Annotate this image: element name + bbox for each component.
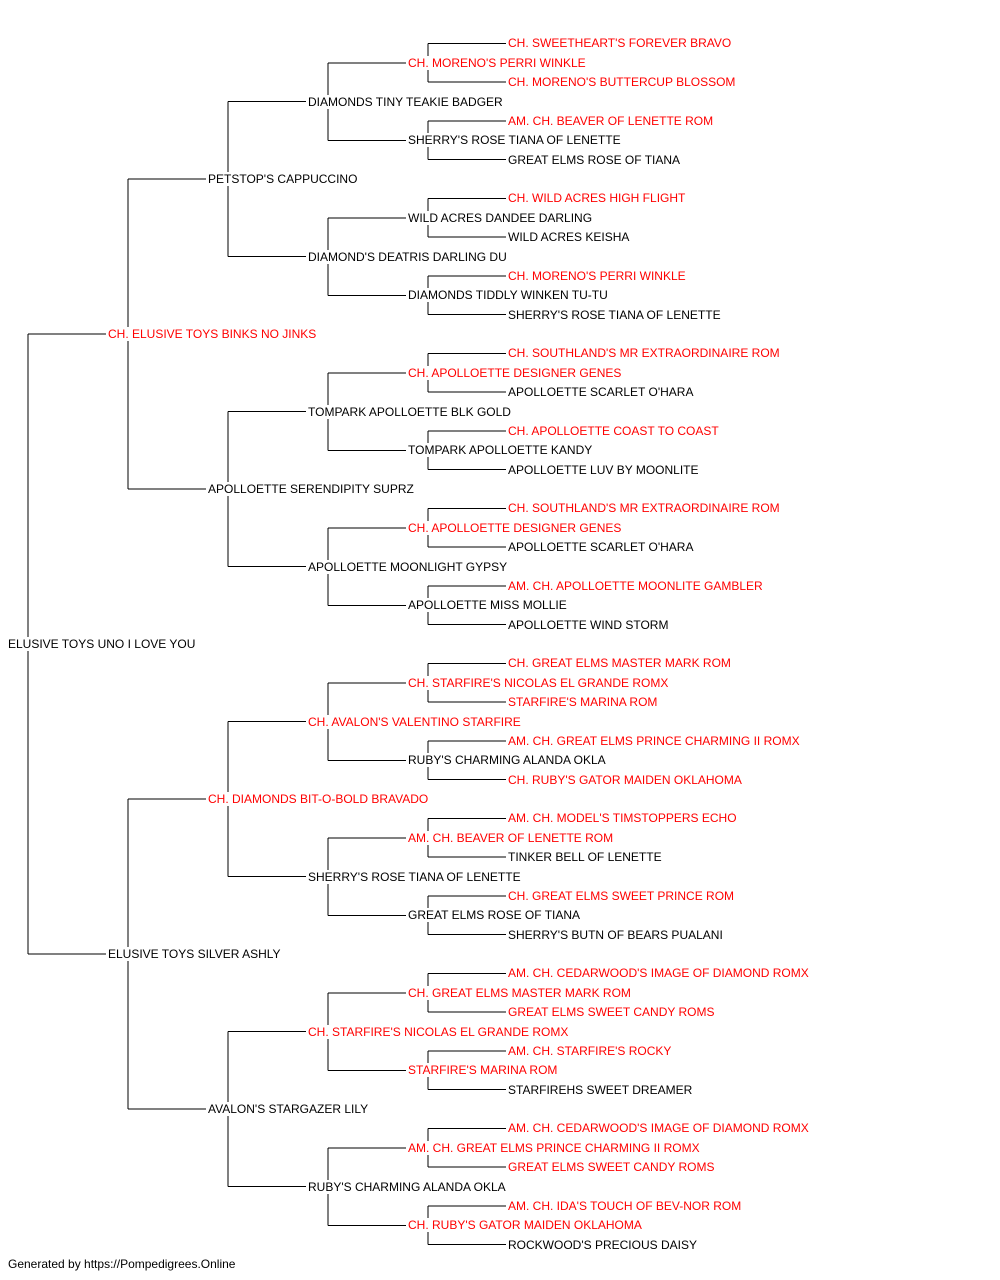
pedigree-entry-gg-great-grandparent-sire-dam-dam-sire-sire: CH. SOUTHLAND'S MR EXTRAORDINAIRE ROM [507,501,781,516]
pedigree-entry-parent-sire: CH. ELUSIVE TOYS BINKS NO JINKS [107,327,318,341]
footer-credit: Generated by https://Pompedigrees.Online [8,1257,236,1271]
pedigree-entry-great-great-grandparent-dam-sire-dam-dam: GREAT ELMS ROSE OF TIANA [407,908,582,923]
pedigree-entry-gg-great-grandparent-dam-dam-sire-sire-dam: GREAT ELMS SWEET CANDY ROMS [507,1005,716,1020]
pedigree-entry-great-great-grandparent-dam-dam-sire-sire: CH. GREAT ELMS MASTER MARK ROM [407,985,632,1000]
pedigree-entry-gg-great-grandparent-dam-sire-sire-sire-sire: CH. GREAT ELMS MASTER MARK ROM [507,656,732,671]
pedigree-entry-grandparent-dam-dam: AVALON'S STARGAZER LILY [207,1102,370,1116]
pedigree-entry-gg-great-grandparent-dam-dam-dam-sire-dam: GREAT ELMS SWEET CANDY ROMS [507,1160,716,1175]
pedigree-entry-gg-great-grandparent-sire-sire-sire-sire-dam: CH. MORENO'S BUTTERCUP BLOSSOM [507,75,737,90]
pedigree-entry-great-great-grandparent-dam-sire-dam-sire: AM. CH. BEAVER OF LENETTE ROM [407,830,615,845]
pedigree-entry-gg-great-grandparent-dam-sire-sire-dam-dam: CH. RUBY'S GATOR MAIDEN OKLAHOMA [507,772,743,787]
pedigree-entry-gg-great-grandparent-sire-dam-sire-dam-sire: CH. APOLLOETTE COAST TO COAST [507,423,720,438]
pedigree-entry-gg-great-grandparent-dam-sire-dam-sire-dam: TINKER BELL OF LENETTE [507,850,663,865]
pedigree-entry-gg-great-grandparent-sire-sire-dam-sire-dam: WILD ACRES KEISHA [507,230,631,245]
pedigree-entry-gg-great-grandparent-sire-sire-sire-dam-dam: GREAT ELMS ROSE OF TIANA [507,152,682,167]
pedigree-entry-gg-great-grandparent-dam-dam-sire-sire-sire: AM. CH. CEDARWOOD'S IMAGE OF DIAMOND ROM… [507,966,810,981]
pedigree-entry-great-great-grandparent-dam-sire-sire-sire: CH. STARFIRE'S NICOLAS EL GRANDE ROMX [407,675,670,690]
pedigree-entry-gg-great-grandparent-sire-dam-dam-dam-dam: APOLLOETTE WIND STORM [507,617,670,632]
pedigree-entry-gg-great-grandparent-sire-dam-sire-sire-sire: CH. SOUTHLAND'S MR EXTRAORDINAIRE ROM [507,346,781,361]
pedigree-entry-great-great-grandparent-sire-dam-dam-sire: CH. APOLLOETTE DESIGNER GENES [407,520,623,535]
pedigree-entry-gg-great-grandparent-sire-dam-sire-sire-dam: APOLLOETTE SCARLET O'HARA [507,385,695,400]
pedigree-entry-great-great-grandparent-dam-dam-dam-dam: CH. RUBY'S GATOR MAIDEN OKLAHOMA [407,1218,643,1233]
pedigree-entry-great-grandparent-sire-dam-sire: TOMPARK APOLLOETTE BLK GOLD [307,404,512,419]
pedigree-entry-great-great-grandparent-sire-sire-dam-dam: DIAMONDS TIDDLY WINKEN TU-TU [407,288,609,303]
pedigree-entry-gg-great-grandparent-dam-dam-dam-dam-dam: ROCKWOOD'S PRECIOUS DAISY [507,1237,698,1252]
pedigree-entry-grandparent-sire-dam: APOLLOETTE SERENDIPITY SUPRZ [207,482,415,496]
pedigree-entry-gg-great-grandparent-sire-sire-dam-dam-sire: CH. MORENO'S PERRI WINKLE [507,268,687,283]
pedigree-entry-great-grandparent-sire-dam-dam: APOLLOETTE MOONLIGHT GYPSY [307,559,509,574]
pedigree-entry-gg-great-grandparent-dam-sire-sire-sire-dam: STARFIRE'S MARINA ROM [507,695,659,710]
pedigree-entry-great-grandparent-sire-sire-dam: DIAMOND'S DEATRIS DARLING DU [307,249,508,264]
pedigree-entry-great-great-grandparent-sire-dam-sire-dam: TOMPARK APOLLOETTE KANDY [407,443,594,458]
pedigree-entry-great-great-grandparent-dam-dam-sire-dam: STARFIRE'S MARINA ROM [407,1063,559,1078]
pedigree-entry-gg-great-grandparent-sire-sire-dam-dam-dam: SHERRY'S ROSE TIANA OF LENETTE [507,307,722,322]
pedigree-entry-great-great-grandparent-sire-sire-sire-dam: SHERRY'S ROSE TIANA OF LENETTE [407,133,622,148]
pedigree-entry-gg-great-grandparent-sire-dam-sire-dam-dam: APOLLOETTE LUV BY MOONLITE [507,462,700,477]
pedigree-entry-gg-great-grandparent-dam-dam-dam-dam-sire: AM. CH. IDA'S TOUCH OF BEV-NOR ROM [507,1198,743,1213]
pedigree-entry-great-grandparent-dam-sire-dam: SHERRY'S ROSE TIANA OF LENETTE [307,869,522,884]
pedigree-entry-gg-great-grandparent-sire-dam-dam-dam-sire: AM. CH. APOLLOETTE MOONLITE GAMBLER [507,578,764,593]
pedigree-entry-great-great-grandparent-sire-sire-sire-sire: CH. MORENO'S PERRI WINKLE [407,55,587,70]
pedigree-entry-gg-great-grandparent-dam-sire-sire-dam-sire: AM. CH. GREAT ELMS PRINCE CHARMING II RO… [507,733,801,748]
pedigree-entry-great-grandparent-sire-sire-sire: DIAMONDS TINY TEAKIE BADGER [307,94,504,109]
pedigree-entry-grandparent-sire-sire: PETSTOP'S CAPPUCCINO [207,172,359,186]
pedigree-entry-great-great-grandparent-dam-sire-sire-dam: RUBY'S CHARMING ALANDA OKLA [407,753,607,768]
pedigree-entry-great-grandparent-dam-dam-sire: CH. STARFIRE'S NICOLAS EL GRANDE ROMX [307,1024,570,1039]
pedigree-entry-great-grandparent-dam-sire-sire: CH. AVALON'S VALENTINO STARFIRE [307,714,522,729]
pedigree-entry-gg-great-grandparent-sire-sire-dam-sire-sire: CH. WILD ACRES HIGH FLIGHT [507,191,687,206]
pedigree-entry-great-great-grandparent-sire-dam-dam-dam: APOLLOETTE MISS MOLLIE [407,598,568,613]
pedigree-entry-great-grandparent-dam-dam-dam: RUBY'S CHARMING ALANDA OKLA [307,1179,507,1194]
pedigree-entry-gg-great-grandparent-sire-dam-dam-sire-dam: APOLLOETTE SCARLET O'HARA [507,540,695,555]
pedigree-entry-gg-great-grandparent-sire-sire-sire-sire-sire: CH. SWEETHEART'S FOREVER BRAVO [507,36,733,51]
pedigree-entry-great-great-grandparent-sire-sire-dam-sire: WILD ACRES DANDEE DARLING [407,210,594,225]
pedigree-entry-gg-great-grandparent-dam-dam-sire-dam-sire: AM. CH. STARFIRE'S ROCKY [507,1043,673,1058]
pedigree-entry-gg-great-grandparent-dam-sire-dam-dam-sire: CH. GREAT ELMS SWEET PRINCE ROM [507,888,736,903]
pedigree-entry-gg-great-grandparent-dam-sire-dam-dam-dam: SHERRY'S BUTN OF BEARS PUALANI [507,927,724,942]
pedigree-entry-grandparent-dam-sire: CH. DIAMONDS BIT-O-BOLD BRAVADO [207,792,430,806]
pedigree-entry-gg-great-grandparent-sire-sire-sire-dam-sire: AM. CH. BEAVER OF LENETTE ROM [507,113,715,128]
pedigree-entry-great-great-grandparent-dam-dam-dam-sire: AM. CH. GREAT ELMS PRINCE CHARMING II RO… [407,1140,701,1155]
pedigree-entry-dog: ELUSIVE TOYS UNO I LOVE YOU [7,637,197,651]
pedigree-entry-gg-great-grandparent-dam-dam-sire-dam-dam: STARFIREHS SWEET DREAMER [507,1082,694,1097]
pedigree-entry-gg-great-grandparent-dam-dam-dam-sire-sire: AM. CH. CEDARWOOD'S IMAGE OF DIAMOND ROM… [507,1121,810,1136]
pedigree-entry-parent-dam: ELUSIVE TOYS SILVER ASHLY [107,947,282,961]
pedigree-entry-gg-great-grandparent-dam-sire-dam-sire-sire: AM. CH. MODEL'S TIMSTOPPERS ECHO [507,811,738,826]
pedigree-entry-great-great-grandparent-sire-dam-sire-sire: CH. APOLLOETTE DESIGNER GENES [407,365,623,380]
